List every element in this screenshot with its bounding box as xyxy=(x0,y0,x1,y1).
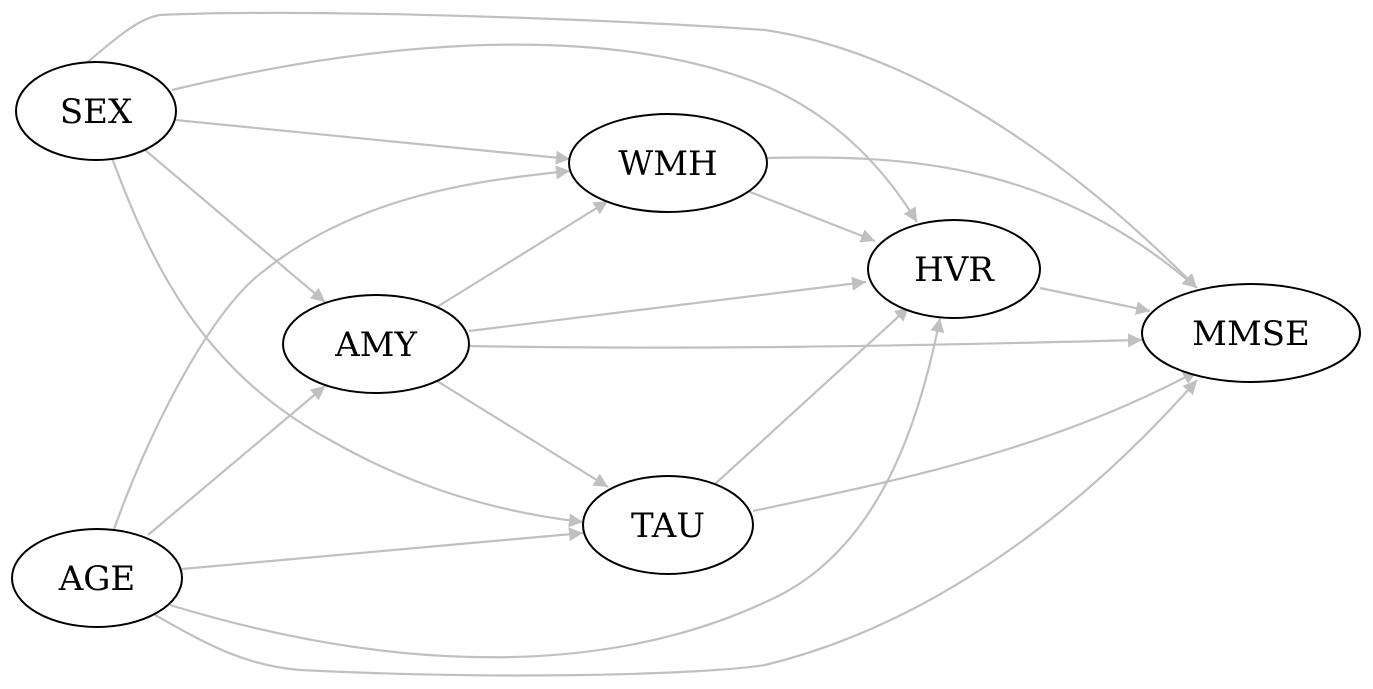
edge-amy-to-tau xyxy=(436,380,609,488)
node-age: AGE xyxy=(11,528,183,628)
node-ellipse-mmse xyxy=(1141,283,1361,383)
edge-hvr-to-mmse xyxy=(1039,286,1151,315)
edge-age-to-hvr xyxy=(169,317,945,659)
node-tau: TAU xyxy=(582,475,754,575)
edge-sex-to-tau xyxy=(110,157,584,528)
edge-tau-to-hvr xyxy=(714,306,910,485)
edge-wmh-to-mmse xyxy=(766,156,1198,289)
node-label-amy: AMY xyxy=(334,325,417,365)
edge-wmh-to-hvr xyxy=(749,190,876,243)
edge-age-to-amy xyxy=(147,385,326,536)
edge-age-to-wmh xyxy=(112,165,571,530)
edges-layer xyxy=(69,11,1198,677)
node-label-tau: TAU xyxy=(631,506,705,546)
node-ellipse-hvr xyxy=(867,219,1041,319)
edge-amy-to-wmh xyxy=(436,200,609,308)
node-hvr: HVR xyxy=(867,219,1041,319)
edge-amy-to-hvr xyxy=(468,276,867,333)
node-amy: AMY xyxy=(282,294,470,394)
node-ellipse-tau xyxy=(582,475,754,575)
edge-age-to-mmse xyxy=(154,379,1198,677)
node-label-mmse: MMSE xyxy=(1192,314,1310,354)
node-wmh: WMH xyxy=(568,113,768,213)
edge-sex-to-mmse xyxy=(69,11,1198,289)
node-sex: SEX xyxy=(15,61,177,161)
node-mmse: MMSE xyxy=(1141,283,1361,383)
node-ellipse-sex xyxy=(15,61,177,161)
edge-age-to-tau xyxy=(181,527,584,571)
node-label-hvr: HVR xyxy=(914,250,995,290)
edge-sex-to-wmh xyxy=(174,118,571,165)
nodes-layer: SEX AGE AMY WMH TAU HVR MMSE xyxy=(11,61,1361,628)
node-label-sex: SEX xyxy=(60,92,133,132)
node-label-wmh: WMH xyxy=(618,144,717,184)
edge-sex-to-hvr xyxy=(171,43,918,223)
node-ellipse-wmh xyxy=(568,113,768,213)
edge-sex-to-amy xyxy=(144,149,326,303)
node-ellipse-age xyxy=(11,528,183,628)
node-ellipse-amy xyxy=(282,294,470,394)
edge-tau-to-mmse xyxy=(752,370,1198,513)
node-label-age: AGE xyxy=(58,559,136,599)
edge-amy-to-mmse xyxy=(468,333,1143,349)
